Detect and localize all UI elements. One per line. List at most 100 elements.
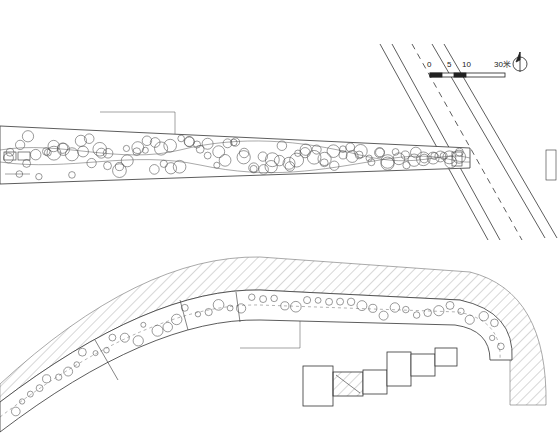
tree-symbol [227, 305, 233, 311]
tree-symbol [160, 160, 167, 167]
tree-symbol [173, 160, 186, 173]
tree-symbol [300, 148, 310, 158]
tree-symbol [491, 319, 499, 327]
tree-symbol [152, 325, 163, 336]
tree-symbol [271, 295, 278, 302]
tree-symbol [141, 322, 146, 327]
tree-symbol [357, 301, 367, 311]
tree-symbol [408, 154, 420, 166]
tree-symbol [249, 163, 259, 173]
tree-symbol [315, 297, 321, 303]
tree-symbol [410, 147, 421, 158]
tree-symbol [260, 296, 267, 303]
tree-symbol [133, 336, 143, 346]
tree-symbol [312, 145, 321, 154]
tree-symbol [369, 304, 377, 312]
tree-symbol [150, 165, 160, 175]
tree-symbol [181, 304, 188, 311]
tree-symbol [277, 141, 287, 151]
tree-symbol [326, 298, 333, 305]
tree-symbol [465, 315, 474, 324]
tree-symbol [489, 335, 494, 340]
tree-symbol [74, 362, 80, 368]
tree-symbol [291, 301, 302, 312]
tree-symbol [214, 162, 220, 168]
tree-symbol [19, 399, 24, 404]
tree-symbol [123, 145, 129, 151]
tree-symbol [56, 374, 62, 380]
tree-symbol [497, 343, 504, 350]
tree-symbol [250, 165, 257, 172]
tree-symbol [165, 163, 176, 174]
tree-symbol [403, 306, 410, 313]
tree-symbol [64, 367, 73, 376]
tree-symbol [347, 298, 354, 305]
tree-symbol [142, 147, 148, 153]
tree-symbol [4, 153, 14, 163]
tree-symbol [213, 146, 225, 158]
tree-symbol [231, 138, 239, 146]
tree-symbol [132, 142, 144, 154]
tree-symbol [290, 153, 304, 167]
scale-label: 5 [447, 61, 451, 69]
tree-symbol [57, 143, 67, 153]
tree-symbol [164, 139, 177, 152]
tree-symbol [479, 312, 488, 321]
tree-symbol [65, 148, 78, 161]
tree-symbol [15, 140, 24, 149]
tree-symbol [337, 298, 344, 305]
buildings [303, 348, 457, 406]
tree-symbol [205, 308, 212, 315]
tree-symbol [366, 155, 372, 161]
tree-symbol [204, 152, 211, 159]
tree-symbol [219, 154, 231, 166]
tree-symbol [265, 153, 279, 167]
tree-symbol [78, 146, 89, 157]
scale-label: 30米 [494, 61, 511, 69]
tree-symbol [193, 141, 200, 148]
tree-symbol [446, 301, 454, 309]
tree-symbol [381, 155, 395, 169]
tree-symbol [69, 172, 76, 179]
tree-symbol [109, 334, 116, 341]
tree-symbol [237, 151, 250, 164]
tree-symbol [103, 148, 113, 158]
tree-symbol [379, 311, 388, 320]
tree-symbol [171, 314, 181, 324]
tree-symbol [458, 308, 464, 314]
tree-symbol [184, 137, 194, 147]
tree-symbol [104, 162, 112, 170]
tree-symbol [403, 162, 410, 169]
tree-symbol [390, 303, 399, 312]
tree-symbol [318, 152, 331, 165]
tree-symbol [424, 309, 432, 317]
tree-symbol [27, 391, 33, 397]
tree-symbol [259, 165, 269, 175]
tree-symbol [121, 155, 133, 167]
tree-symbol [93, 351, 98, 356]
tree-symbol [36, 385, 43, 392]
curved-strip [0, 257, 546, 432]
road [380, 44, 557, 240]
scale-bar [430, 73, 505, 77]
tree-symbol [368, 159, 375, 166]
tree-symbol [163, 322, 173, 332]
tree-symbol [43, 375, 51, 383]
tree-symbol [11, 407, 20, 416]
scale-label: 10 [462, 61, 471, 69]
tree-symbol [416, 152, 430, 166]
tree-symbol [78, 348, 86, 356]
tree-symbol [213, 300, 224, 311]
tree-symbol [195, 312, 200, 317]
tree-symbol [84, 134, 94, 144]
tree-symbol [202, 138, 213, 149]
north-arrow [513, 52, 527, 72]
tree-symbol [239, 148, 249, 158]
scale-label: 0 [427, 61, 431, 69]
tree-symbol [133, 148, 141, 156]
tree-symbol [23, 159, 31, 167]
tree-symbol [327, 145, 340, 158]
tree-symbol [120, 333, 129, 342]
tree-symbol [87, 158, 96, 167]
tree-symbol [22, 131, 33, 142]
